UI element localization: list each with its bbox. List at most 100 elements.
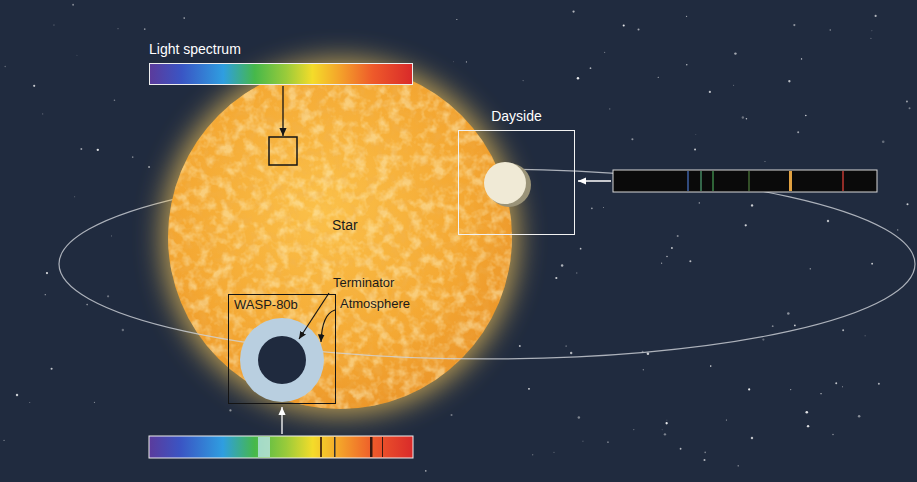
star-dot [114,99,116,101]
star-dot [801,58,802,59]
star-dot [665,422,667,424]
star-dot [609,108,610,109]
star-dot [827,220,829,222]
star-dot [842,386,843,387]
spectrum-bar: Light spectrum [149,41,413,85]
star-dot [797,131,799,133]
star-dot [805,411,808,414]
dark-spectrum-bar [613,170,877,192]
star-dot [878,383,880,385]
star-dot [532,454,533,455]
star-dot [183,17,185,19]
star-dot [671,247,673,249]
star-dot [638,29,640,31]
star-dot [871,263,873,265]
star-dot [519,345,521,347]
star-dot [666,256,667,257]
star-dot [603,206,605,208]
orbit-front [59,264,915,359]
star-dot [751,204,753,206]
star-dot [607,441,609,443]
star-dot [74,196,75,197]
star-dot [566,346,567,347]
star-dot [746,118,747,119]
star-dot [709,91,711,93]
star-dot [725,419,727,421]
star-dot [694,149,696,151]
sample-square [269,137,297,165]
star-dot [425,470,427,472]
star-dot [830,29,831,30]
star-body [168,65,512,409]
light-arrow [578,180,611,181]
star-dot [577,77,579,79]
star-field [3,4,910,472]
star-dot [590,67,592,69]
star-dot [466,61,467,62]
star-dot [664,433,666,435]
star-dot [229,409,231,411]
star-dot [909,107,911,109]
star-dot [790,389,791,390]
star-dot [832,434,833,435]
star-dot [762,338,764,340]
star-dot [858,415,861,418]
star-dot [742,116,744,118]
star-dot [111,235,113,237]
star-dot [788,80,790,82]
node-label: Star [332,217,358,233]
star-dot [748,388,750,390]
star-dot [561,264,563,266]
star-dot [451,414,453,416]
star-dot [578,416,580,418]
callout-holder: Terminator [333,276,394,291]
dayside-frame: Dayside [458,108,575,235]
star-dot [810,268,811,269]
star-dot [456,19,458,21]
star-dot [703,459,705,461]
star-dot [835,382,837,384]
star-dot [764,161,765,162]
star-dot [793,24,795,26]
star-dot [553,452,554,453]
star-dot [787,312,790,315]
star-dot [699,202,700,203]
star-dot [97,149,99,151]
star-dot [906,100,908,102]
star-dot [631,138,633,140]
leader-line [299,293,329,339]
star-dot [710,365,712,367]
star-glow [162,59,518,415]
star-dot [870,38,871,39]
star-dot [842,329,844,331]
star-dot [33,85,35,87]
star-dot [132,156,134,158]
view-frame [458,130,575,235]
transiting-planet [240,318,324,402]
star-dot [572,10,574,12]
star-dot [53,24,55,26]
star-dot [570,352,572,354]
star-dot [94,402,95,403]
star-dot [686,16,687,17]
leader-line [321,310,335,342]
star-dot [680,448,682,450]
callout-holder: Atmosphere [340,297,410,312]
absorption-spectrum-bar [149,436,413,458]
star-dot [591,207,593,209]
star-dot [772,325,774,327]
star-dot [117,28,119,30]
node-label: WASP-80b [234,298,298,313]
star-granulation [168,65,512,409]
star-dot [623,25,625,27]
star-dot [452,61,454,63]
light-arrow [281,407,282,434]
star-dot [695,134,697,136]
star-dot [751,437,753,439]
star-dot [658,77,659,78]
star-dot [871,30,873,32]
star-dot [555,277,557,279]
star-dot [80,148,82,150]
star-dot [86,304,88,306]
